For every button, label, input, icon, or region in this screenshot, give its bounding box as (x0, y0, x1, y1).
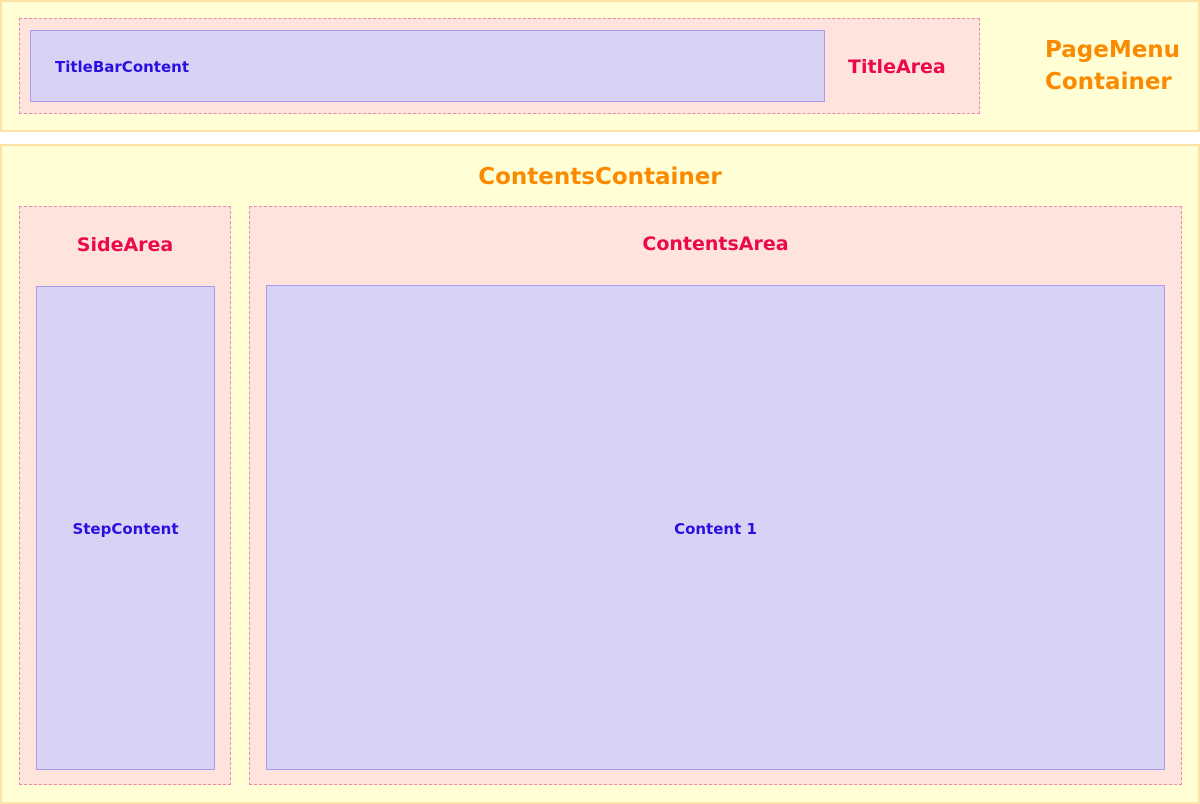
title-bar-content (30, 30, 825, 102)
title-area-label: TitleArea (848, 56, 946, 78)
contents-area-label: ContentsArea (642, 233, 789, 255)
step-content (36, 286, 215, 770)
side-area-label: SideArea (76, 234, 174, 256)
title-bar-content-label: TitleBarContent (55, 58, 189, 76)
step-content-label: StepContent (72, 520, 179, 538)
content-1-label: Content 1 (674, 520, 757, 538)
page-menu-label-line2: Container (1045, 69, 1172, 95)
page-menu-label-line1: PageMenu (1045, 37, 1181, 63)
content-1 (266, 285, 1165, 770)
page-menu-container-label: PageMenu Container (1045, 34, 1180, 98)
contents-container-label: ContentsContainer (478, 164, 722, 190)
